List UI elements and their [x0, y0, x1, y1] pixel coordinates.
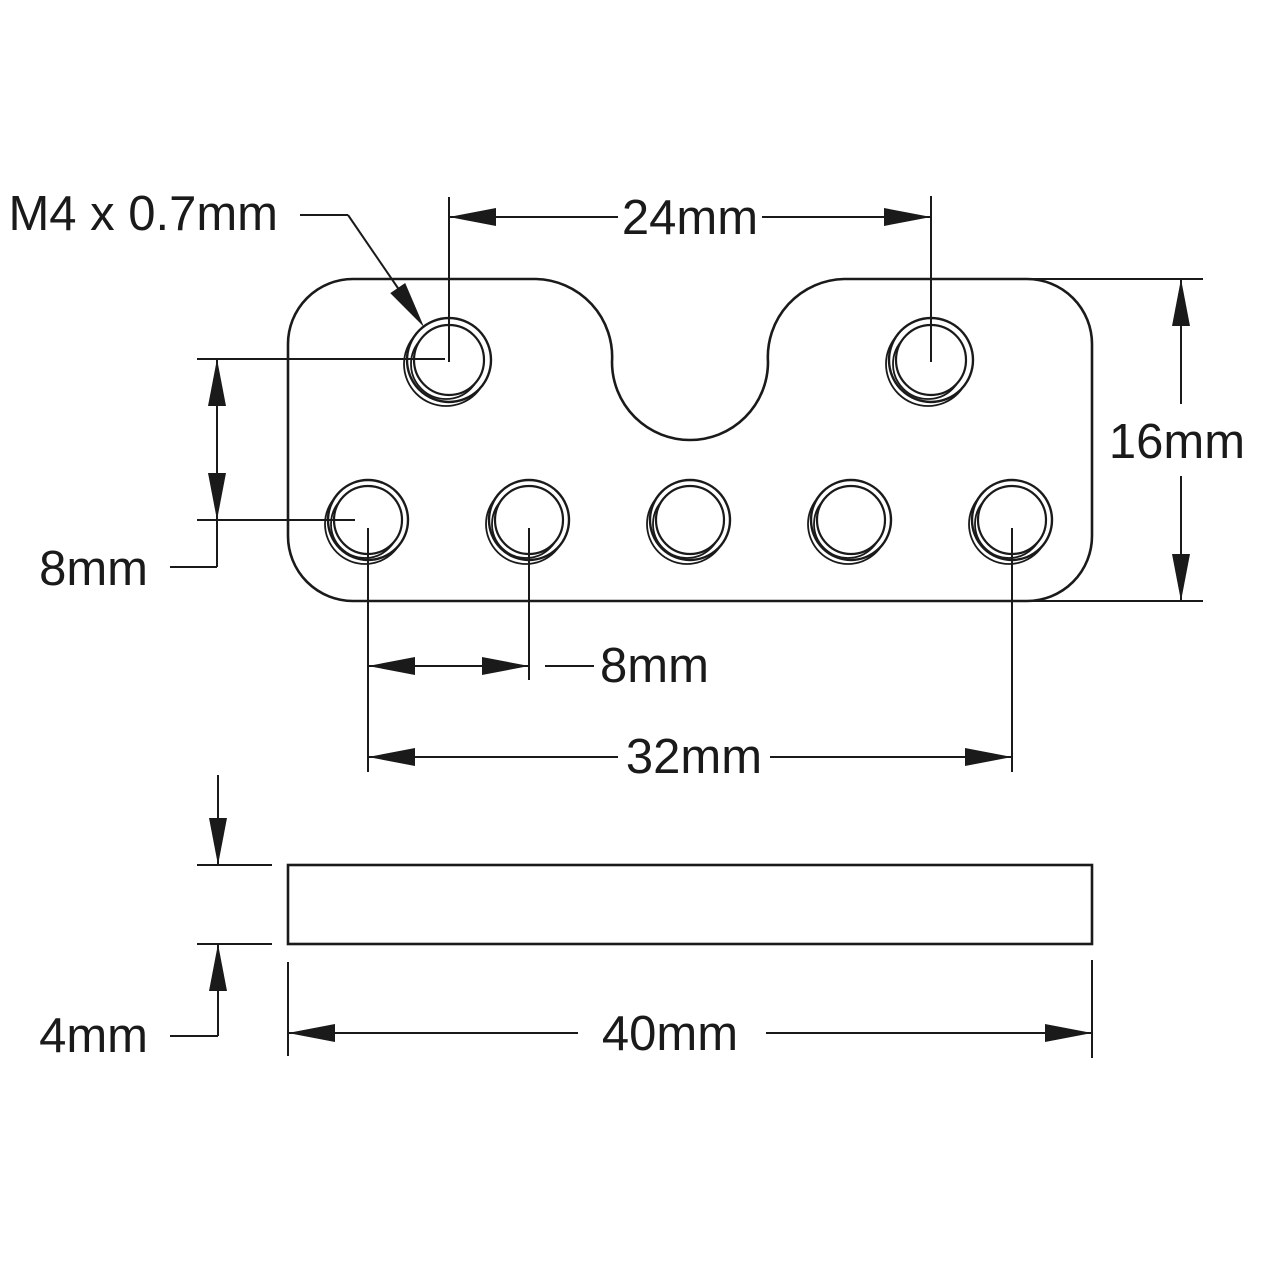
dim-24mm-label: 24mm	[622, 191, 758, 245]
plate-outline	[286, 277, 1094, 603]
arrow-up-icon	[208, 359, 226, 406]
arrow-down-icon	[209, 818, 227, 865]
dim-8mm-pitch-label: 8mm	[600, 639, 709, 693]
arrow-left-icon	[288, 1024, 335, 1042]
arrow-up-icon	[1172, 279, 1190, 326]
arrow-right-icon	[884, 208, 931, 226]
arrow-right-icon	[965, 748, 1012, 766]
arrow-right-icon	[482, 657, 529, 675]
hole-top-right	[885, 316, 975, 407]
hole-bottom-4	[807, 478, 893, 565]
dim-16mm-label: 16mm	[1109, 415, 1245, 469]
arrow-down-icon	[208, 473, 226, 520]
leader-line	[347, 214, 403, 295]
arrow-left-icon	[368, 748, 415, 766]
arrow-left-icon	[449, 208, 496, 226]
dim-40mm: 40mm	[287, 960, 1093, 1061]
thread-callout: M4 x 0.7mm	[8, 187, 432, 333]
thread-callout-label: M4 x 0.7mm	[8, 187, 278, 241]
arrow-right-icon	[1045, 1024, 1092, 1042]
dim-8mm-pitch: 8mm	[367, 528, 709, 772]
hole-inner	[654, 484, 726, 556]
dim-32mm-label: 32mm	[626, 730, 762, 784]
hole-bottom-5	[968, 478, 1054, 565]
dim-8mm-row-offset: 8mm	[39, 358, 445, 596]
dim-4mm: 4mm	[39, 775, 272, 1063]
dim-24mm: 24mm	[448, 191, 932, 362]
top-view	[286, 277, 1094, 603]
dim-16mm: 16mm	[1027, 278, 1245, 602]
side-view-rect	[286, 863, 1094, 946]
dim-8mm-row-offset-label: 8mm	[39, 542, 148, 596]
arrow-down-icon	[1172, 554, 1190, 601]
hole-top-left	[403, 316, 493, 407]
dim-40mm-label: 40mm	[602, 1007, 738, 1061]
dim-4mm-label: 4mm	[39, 1009, 148, 1063]
arrow-up-icon	[209, 944, 227, 991]
hole-bottom-1	[324, 478, 410, 565]
arrow-left-icon	[368, 657, 415, 675]
hole-bottom-2	[485, 478, 571, 565]
hole-bottom-3	[646, 478, 732, 565]
dim-32mm: 32mm	[368, 528, 1013, 784]
hole-inner	[815, 484, 887, 556]
